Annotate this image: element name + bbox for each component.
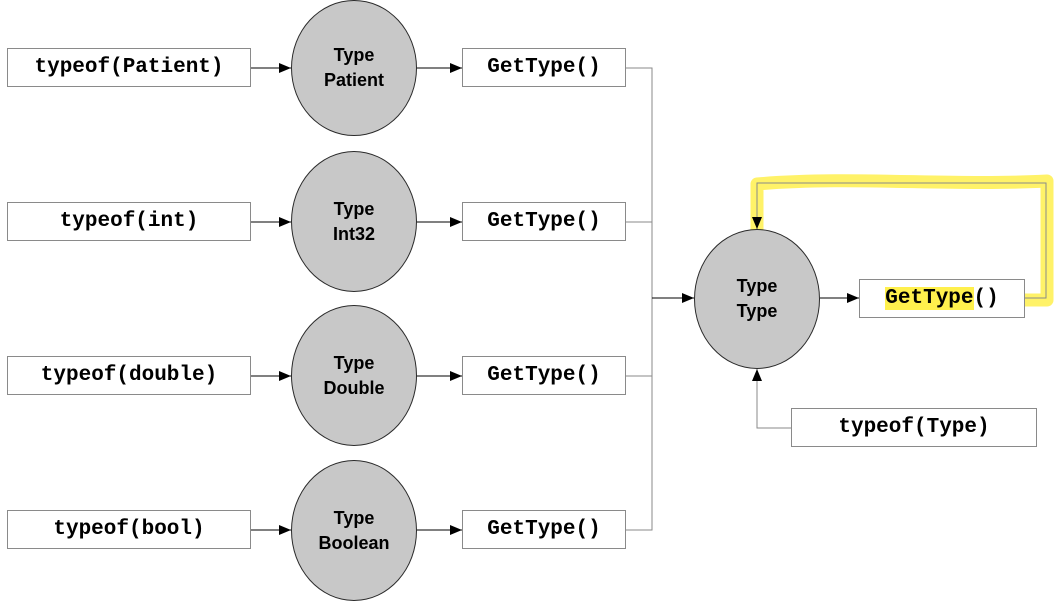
source-label: typeof(Type) (838, 416, 990, 439)
call-label: GetType() (487, 364, 601, 387)
gettype-box-center: GetType() (859, 279, 1025, 318)
highlight-loop (750, 174, 1054, 307)
call-label: GetType() (487, 518, 601, 541)
typeof-int-box: typeof(int) (7, 202, 251, 241)
node-line-1: Type (333, 352, 375, 373)
gettype-box-3: GetType() (462, 356, 626, 395)
arrow-typeof-type-to-center (752, 369, 791, 429)
type-double-node: Type Double (291, 305, 417, 446)
loop-line (752, 182, 1047, 299)
typeof-bool-box: typeof(bool) (7, 510, 251, 549)
call-parens: () (973, 287, 999, 310)
type-boolean-node: Type Boolean (291, 460, 417, 601)
gettype-box-2: GetType() (462, 202, 626, 241)
source-label: typeof(Patient) (34, 56, 224, 79)
type-type-node: Type Type (694, 229, 820, 369)
type-int32-node: Type Int32 (291, 151, 417, 292)
merge-line-4 (626, 298, 653, 531)
gettype-box-1: GetType() (462, 48, 626, 87)
source-label: typeof(bool) (53, 518, 205, 541)
type-patient-node: Type Patient (291, 0, 417, 136)
node-line-2: Type (736, 301, 778, 321)
node-line-2: Double (323, 377, 385, 398)
gettype-box-4: GetType() (462, 510, 626, 549)
call-method-highlighted: GetType (885, 287, 974, 310)
node-line-1: Type (333, 198, 375, 219)
merge-line-1 (626, 67, 653, 298)
call-label: GetType() (487, 56, 601, 79)
node-line-1: Type (736, 276, 778, 296)
typeof-type-box: typeof(Type) (791, 408, 1037, 447)
source-label: typeof(int) (59, 210, 199, 233)
call-label: GetType() (487, 210, 601, 233)
node-line-1: Type (333, 507, 375, 528)
typeof-double-box: typeof(double) (7, 356, 251, 395)
node-line-2: Patient (323, 70, 384, 90)
node-line-2: Int32 (332, 223, 375, 244)
node-line-1: Type (333, 45, 375, 65)
source-label: typeof(double) (40, 364, 218, 387)
typeof-patient-box: typeof(Patient) (7, 48, 251, 87)
node-line-2: Boolean (318, 532, 390, 553)
